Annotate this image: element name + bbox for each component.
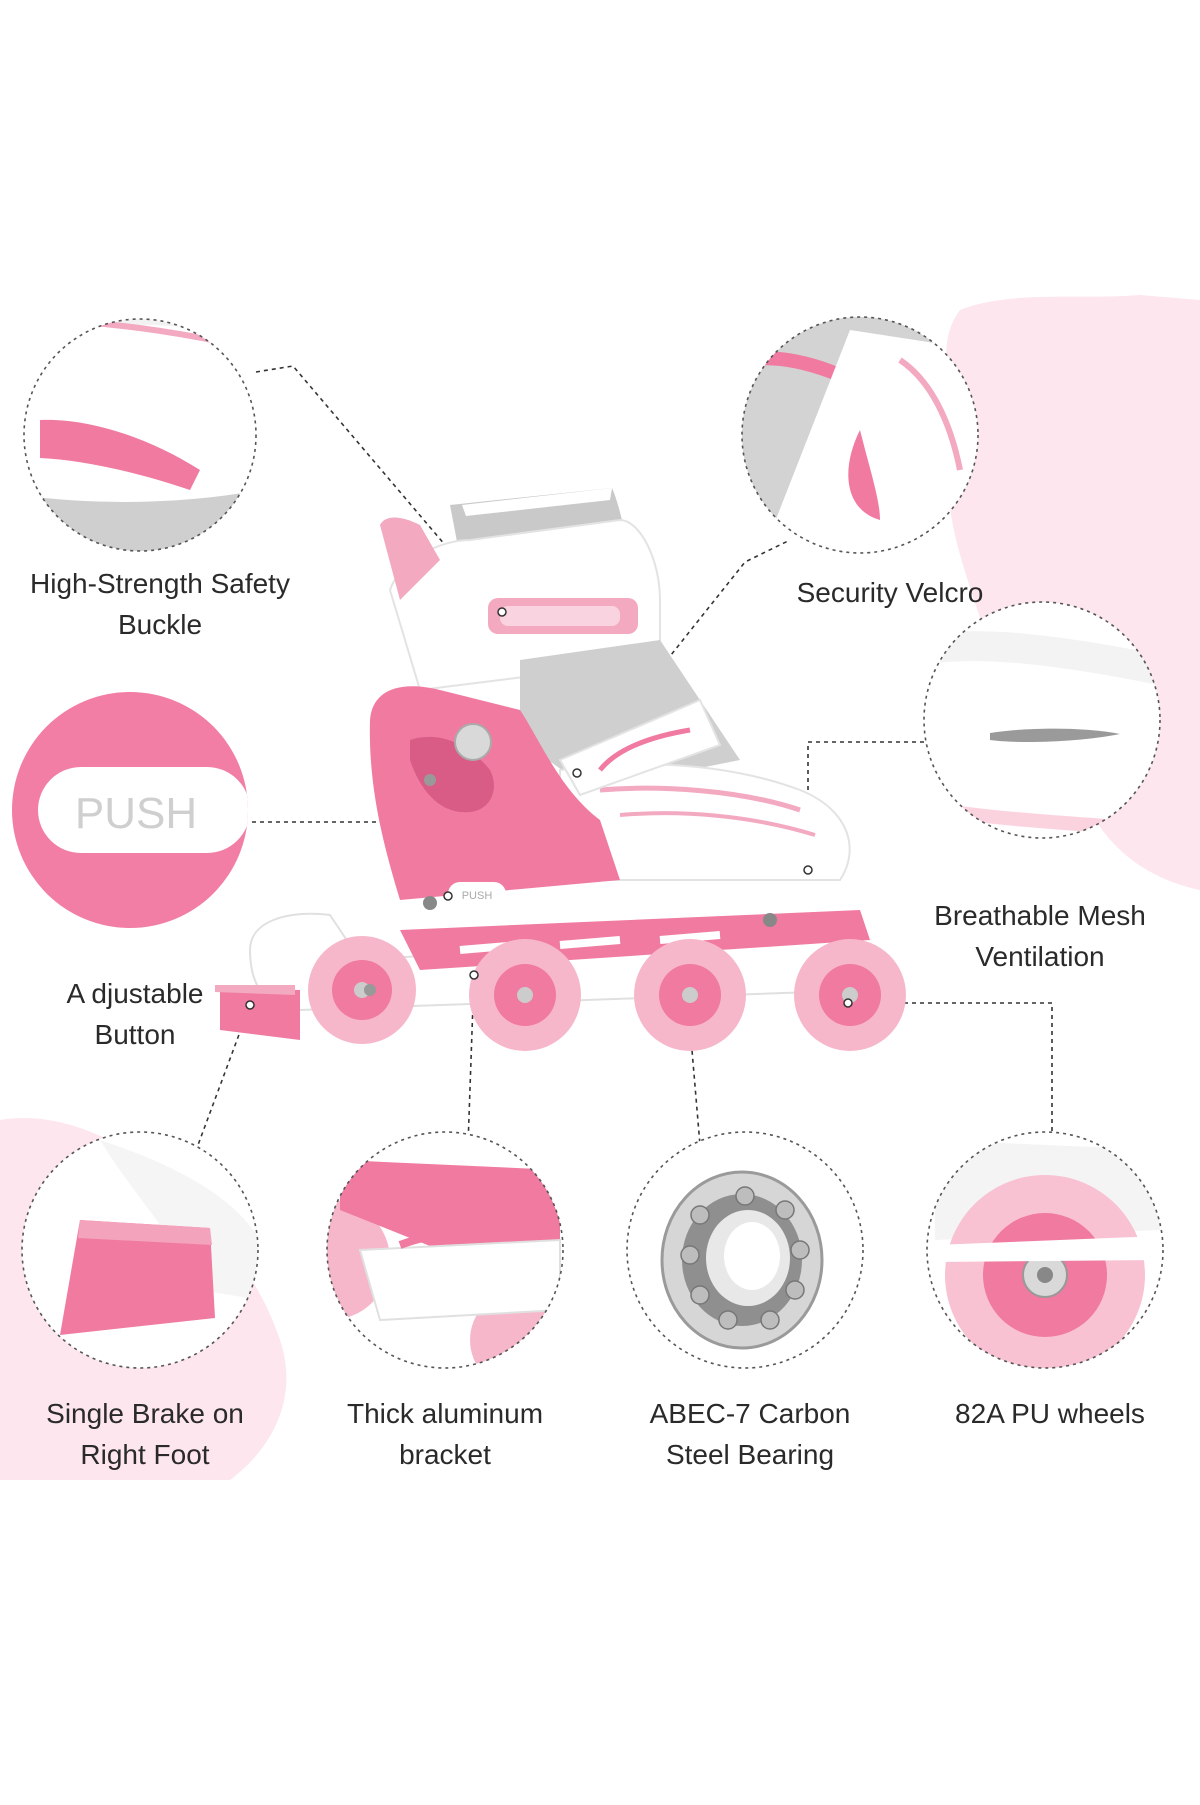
label-wheels: 82A PU wheels <box>920 1393 1180 1434</box>
push-button-icon: PUSH <box>12 692 248 928</box>
label-mesh: Breathable Mesh Ventilation <box>905 895 1175 977</box>
label-bearing: ABEC-7 Carbon Steel Bearing <box>615 1393 885 1475</box>
label-line: Thick aluminum <box>346 1398 544 1429</box>
label-bracket: Thick aluminum bracket <box>315 1393 575 1475</box>
buckle-icon <box>23 318 257 552</box>
label-line: Security Velcro <box>796 577 984 608</box>
label-line: Button <box>94 1019 176 1050</box>
brake-icon <box>21 1131 259 1369</box>
label-line: 82A PU wheels <box>955 1398 1145 1429</box>
label-safety-buckle: High-Strength Safety Buckle <box>10 563 310 645</box>
label-line: bracket <box>399 1439 491 1470</box>
label-line: Right Foot <box>80 1439 210 1470</box>
label-line: High-Strength Safety <box>30 568 290 599</box>
label-line: A djustable <box>66 978 204 1009</box>
mesh-vent-icon <box>923 601 1161 839</box>
velcro-icon <box>741 316 979 554</box>
label-adjustable-button: A djustable Button <box>30 973 240 1055</box>
label-line: Steel Bearing <box>665 1439 835 1470</box>
skate-wheels <box>308 936 906 1051</box>
label-velcro: Security Velcro <box>760 572 1020 613</box>
label-line: ABEC-7 Carbon <box>649 1398 851 1429</box>
bearing-icon <box>626 1131 864 1369</box>
label-line: Ventilation <box>975 941 1105 972</box>
label-line: Single Brake on <box>46 1398 244 1429</box>
label-brake: Single Brake on Right Foot <box>10 1393 280 1475</box>
bracket-icon <box>326 1131 564 1369</box>
label-line: Breathable Mesh <box>934 900 1146 931</box>
wheel-icon <box>926 1131 1164 1369</box>
label-line: Buckle <box>117 609 203 640</box>
svg-text:PUSH: PUSH <box>462 890 493 902</box>
skate-icon: PUSH <box>215 488 906 1051</box>
leader-dots <box>245 607 853 1010</box>
push-label: PUSH <box>75 789 197 838</box>
